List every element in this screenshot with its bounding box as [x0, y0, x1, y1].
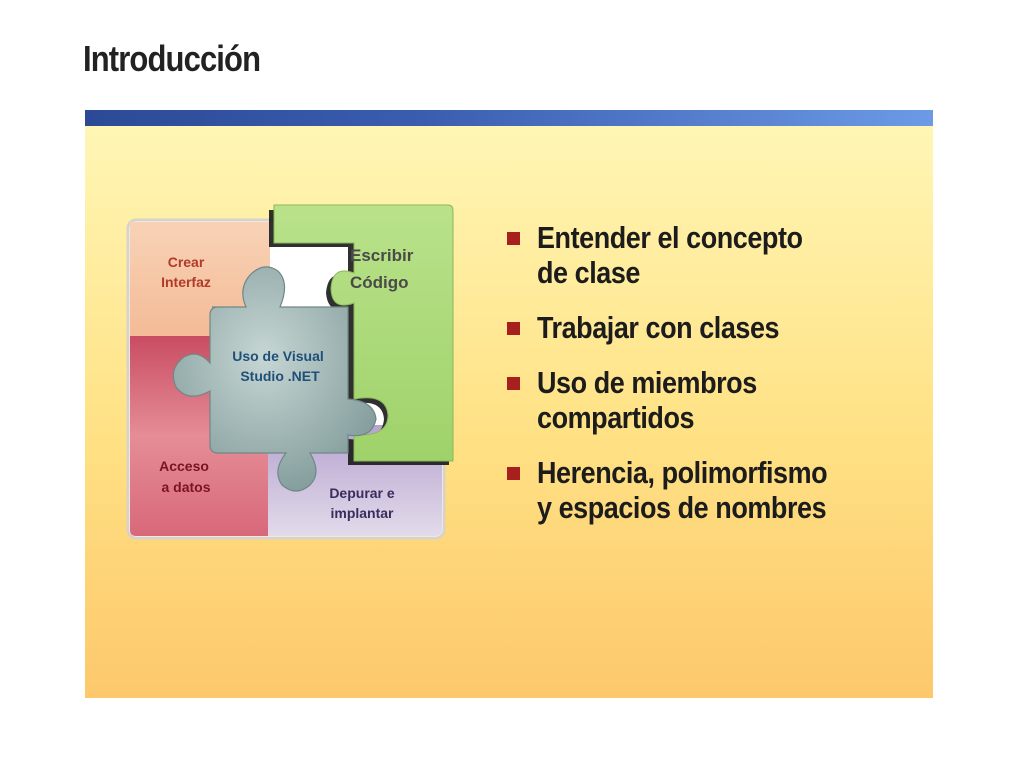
piece-escribir-codigo [273, 204, 454, 462]
bullet-text: Herencia, polimorfismo y espacios de nom… [537, 455, 828, 525]
crear-label-line2: Interfaz [161, 274, 211, 290]
bullet-item: Uso de miembros compartidos [505, 365, 897, 435]
bullet-square-icon [507, 377, 520, 390]
depurar-label-line1: Depurar e [329, 485, 395, 501]
bullet-text: Uso de miembros compartidos [537, 365, 757, 435]
bullet-list: Entender el concepto de clase Trabajar c… [505, 220, 897, 545]
bullet-text: Trabajar con clases [537, 310, 780, 345]
bullet-square-icon [507, 467, 520, 480]
bullet-item: Trabajar con clases [505, 310, 897, 345]
escribir-label-line2: Código [350, 273, 409, 292]
center-label-line2: Studio .NET [240, 368, 320, 384]
title-bar [85, 110, 933, 126]
acceso-label-line1: Acceso [159, 458, 209, 474]
puzzle-diagram: Crear Interfaz Escribir Código Uso de Vi… [126, 204, 454, 540]
crear-label-line1: Crear [168, 254, 205, 270]
depurar-label-line2: implantar [330, 505, 394, 521]
acceso-label-line2: a datos [161, 479, 210, 495]
bullet-item: Entender el concepto de clase [505, 220, 897, 290]
bullet-square-icon [507, 232, 520, 245]
center-label-line1: Uso de Visual [232, 348, 324, 364]
bullet-square-icon [507, 322, 520, 335]
bullet-item: Herencia, polimorfismo y espacios de nom… [505, 455, 897, 525]
slide-title: Introducción [83, 38, 261, 79]
bullet-text: Entender el concepto de clase [537, 220, 803, 290]
piece-uso-visual-studio [172, 266, 377, 492]
escribir-label-line1: Escribir [350, 246, 414, 265]
